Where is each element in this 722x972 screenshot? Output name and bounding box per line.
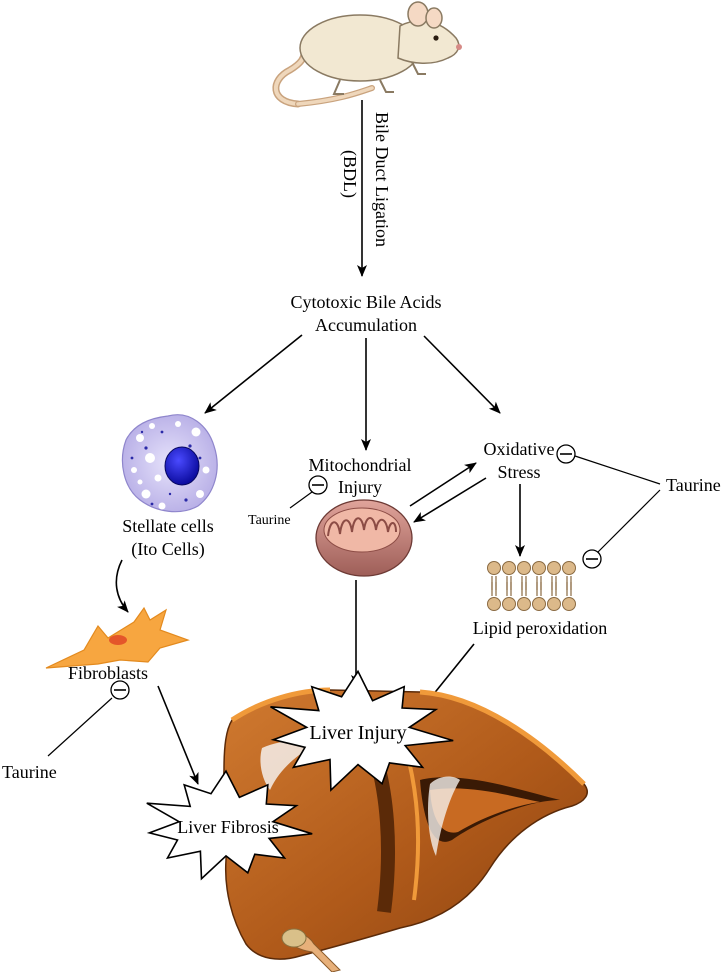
lipid-tail — [521, 582, 527, 596]
liver-fibrosis-burst — [146, 769, 313, 881]
inhibition-oxidative — [556, 444, 661, 569]
lipid-head — [517, 597, 531, 611]
fibroblast-to-fibrosis-arrow — [157, 685, 199, 785]
lipid-head — [502, 561, 516, 575]
lipid-head — [487, 597, 501, 611]
lipid-head — [487, 561, 501, 575]
mito-to-oxidative-arrow — [409, 462, 477, 507]
stellate-label: Stellate cells — [122, 516, 213, 536]
taurine-right-label: Taurine — [666, 475, 721, 495]
liver-fibrosis-label: Liver Fibrosis — [177, 817, 279, 837]
hub-to-oxidative-arrow — [423, 335, 501, 414]
fibroblast-icon — [45, 606, 190, 669]
mito-label: Mitochondrial — [309, 455, 412, 475]
lipid-head — [547, 561, 561, 575]
lipid-head — [532, 597, 546, 611]
mito-label-line2: Injury — [338, 477, 382, 497]
lipid-tail — [491, 582, 497, 596]
mitochondrion-icon — [315, 499, 413, 577]
mouse-icon — [272, 1, 462, 108]
lipid-tail — [536, 582, 542, 596]
lipid-tail — [566, 582, 572, 596]
procedure-label: Bile Duct Ligation — [372, 112, 392, 247]
lipid-tail — [506, 582, 512, 596]
liver-injury-burst — [270, 669, 454, 792]
lipid-head — [517, 561, 531, 575]
lipid-tail — [551, 582, 557, 596]
stellate-cell-icon — [121, 414, 218, 513]
lipid-bilayer-icon — [487, 561, 576, 611]
lipid-head — [562, 597, 576, 611]
lipid-head — [532, 561, 546, 575]
inhibition-mitochondria — [289, 475, 328, 509]
oxidative-to-mito-arrow — [413, 477, 487, 523]
taurine-left-label: Taurine — [2, 762, 57, 782]
taurine-mito-label: Taurine — [248, 513, 291, 528]
lipid-head — [562, 561, 576, 575]
lipid-head — [502, 597, 516, 611]
liver-injury-label: Liver Injury — [309, 722, 406, 744]
hub-to-stellate-arrow — [204, 334, 303, 414]
stellate-to-fibroblast-arrow — [115, 559, 129, 613]
inhibition-fibroblasts — [47, 680, 130, 757]
fibroblasts-label: Fibroblasts — [68, 663, 148, 683]
oxidative-label-line2: Stress — [497, 462, 540, 482]
lipid-head — [547, 597, 561, 611]
oxidative-label: Oxidative — [484, 439, 555, 459]
bile-acids-label-line2: Accumulation — [315, 315, 417, 335]
stellate-label-line2: (Ito Cells) — [131, 539, 205, 560]
bile-acids-label: Cytotoxic Bile Acids — [291, 292, 442, 312]
procedure-abbrev-label: (BDL) — [339, 150, 360, 198]
lipid-label: Lipid peroxidation — [473, 618, 607, 638]
